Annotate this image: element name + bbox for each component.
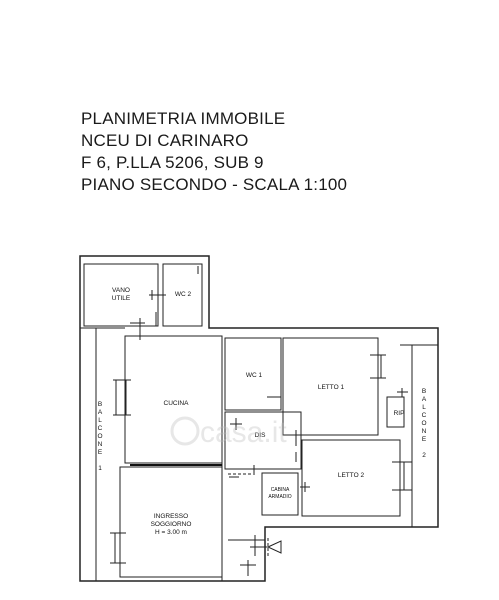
- balcone-2-letter: A: [422, 396, 427, 403]
- label-ingresso-1: INGRESSO: [154, 513, 188, 520]
- balcone-1-letter: 1: [98, 465, 102, 472]
- balcone-2-letter: N: [422, 428, 427, 435]
- watermark-text: casa.it: [200, 416, 287, 449]
- balcone-2-letter: E: [422, 436, 427, 443]
- balcone-1-letter: O: [97, 433, 102, 440]
- outer-wall: [79, 255, 439, 582]
- room-letto1: [282, 337, 379, 436]
- label-letto2: LETTO 2: [338, 472, 365, 479]
- label-cabina-1: CABINA: [271, 487, 290, 493]
- title-line-4: PIANO SECONDO - SCALA 1:100: [81, 175, 348, 194]
- balcone-2-letter: B: [422, 388, 426, 395]
- label-wc2: WC 2: [175, 291, 192, 298]
- balcone-1-letter: A: [98, 409, 103, 416]
- label-cabina-2: ARMADIO: [268, 494, 291, 500]
- balcone-1-letter: E: [98, 449, 103, 456]
- title-line-3: F 6, P.LLA 5206, SUB 9: [81, 153, 264, 172]
- balcone-1-letter: C: [98, 425, 103, 432]
- label-rip: RIP: [394, 410, 405, 417]
- room-dis: [224, 411, 302, 470]
- room-cabina-armadio: [261, 472, 299, 516]
- entrance-arrow-icon: [266, 540, 282, 554]
- label-vano-utile-2: UTILE: [112, 295, 131, 302]
- label-ingresso-2: SOGGIORNO: [151, 521, 192, 528]
- label-vano-utile-1: VANO: [112, 287, 130, 294]
- room-wc1: [224, 337, 282, 411]
- label-cucina: CUCINA: [164, 400, 190, 407]
- title-line-1: PLANIMETRIA IMMOBILE: [81, 109, 286, 128]
- label-dis: DIS: [255, 432, 267, 439]
- title-line-2: NCEU DI CARINARO: [81, 131, 249, 150]
- balcone-2-letter: C: [422, 412, 427, 419]
- label-letto1: LETTO 1: [318, 384, 345, 391]
- balcone-1-letter: L: [98, 417, 102, 424]
- balcone-1-letter: N: [98, 441, 103, 448]
- balcone-2-letter: O: [421, 420, 426, 427]
- balcone-2-letter: L: [422, 404, 426, 411]
- plan-title-block: PLANIMETRIA IMMOBILE NCEU DI CARINARO F …: [81, 108, 481, 196]
- balcone-1-letter: B: [98, 401, 102, 408]
- room-cucina: [124, 335, 223, 464]
- balcone-2-letter: 2: [422, 452, 426, 459]
- label-ingresso-3: H = 3.00 m: [155, 529, 187, 536]
- room-rip: [386, 396, 405, 428]
- label-wc1: WC 1: [246, 372, 263, 379]
- watermark-logo: casa.it: [170, 416, 287, 449]
- room-letto2: [301, 439, 401, 517]
